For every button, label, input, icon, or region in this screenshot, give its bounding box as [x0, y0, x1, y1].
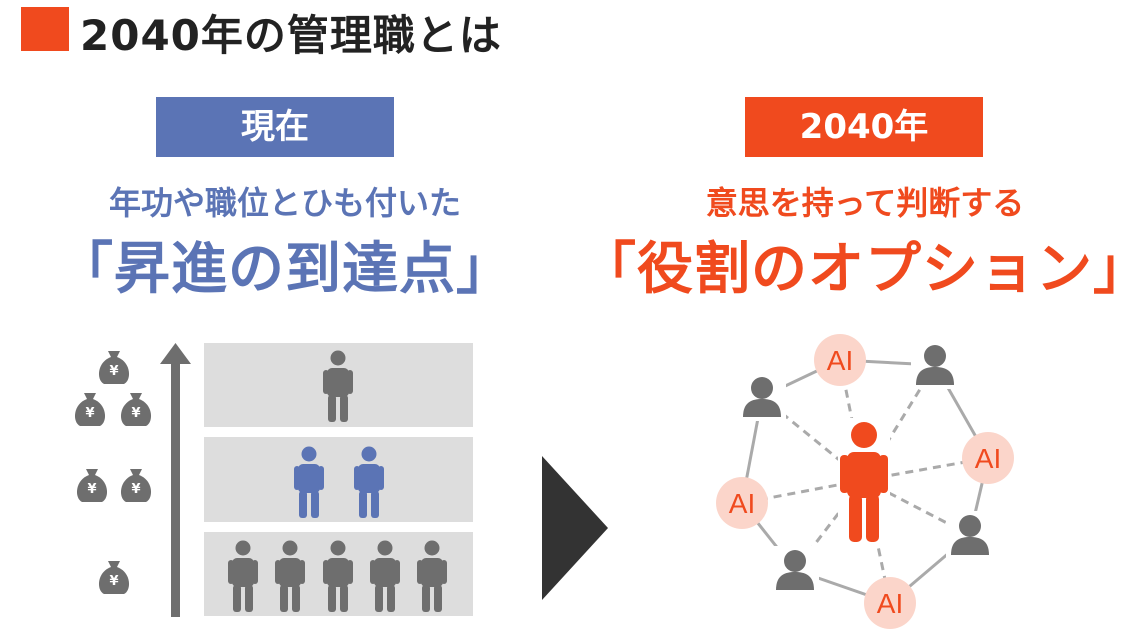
- decision-maker-icon: [838, 418, 890, 548]
- future-label: 2040年: [745, 97, 983, 157]
- money-bag-icon: ¥: [74, 393, 106, 426]
- current-label: 現在: [156, 97, 394, 157]
- person-icon: [370, 540, 400, 612]
- person-icon: [294, 446, 324, 518]
- person-bust-icon: [911, 341, 959, 389]
- ai-node: AI: [814, 334, 866, 386]
- person-icon: [228, 540, 258, 612]
- future-headline: 「役割のオプション」: [580, 237, 1140, 302]
- money-symbol: ¥: [85, 406, 94, 421]
- current-subtitle: 年功や職位とひも付いた: [108, 184, 461, 222]
- person-bust-icon: [738, 373, 786, 421]
- title-marker: [21, 7, 69, 51]
- money-bag-icon: ¥: [98, 351, 130, 384]
- level-band-middle: [204, 437, 473, 522]
- money-bag-icon: ¥: [98, 561, 130, 594]
- person-bust-icon: [946, 511, 994, 559]
- person-bust-icon: [771, 546, 819, 594]
- money-symbol: ¥: [131, 482, 140, 497]
- money-bag-icon: ¥: [120, 469, 152, 502]
- money-symbol: ¥: [109, 574, 118, 589]
- ai-node-label: AI: [827, 345, 853, 376]
- ai-node-label: AI: [975, 443, 1001, 474]
- money-bag-icon: ¥: [120, 393, 152, 426]
- transition-arrow-icon: [542, 456, 608, 600]
- current-headline: 「昇進の到達点」: [57, 237, 513, 302]
- person-icon: [275, 540, 305, 612]
- money-symbol: ¥: [131, 406, 140, 421]
- person-icon: [323, 540, 353, 612]
- money-bag-icon: ¥: [76, 469, 108, 502]
- future-subtitle: 意思を持って判断する: [705, 184, 1025, 222]
- money-symbol: ¥: [87, 482, 96, 497]
- person-icon: [417, 540, 447, 612]
- ai-node: AI: [962, 432, 1014, 484]
- person-icon: [323, 350, 353, 422]
- ai-node-label: AI: [729, 488, 755, 519]
- ai-node-label: AI: [877, 588, 903, 619]
- promotion-arrow-icon: [160, 343, 191, 617]
- page-title: 2040年の管理職とは: [80, 11, 502, 60]
- money-symbol: ¥: [109, 364, 118, 379]
- ai-node: AI: [864, 577, 916, 629]
- person-icon: [354, 446, 384, 518]
- ai-node: AI: [716, 477, 768, 529]
